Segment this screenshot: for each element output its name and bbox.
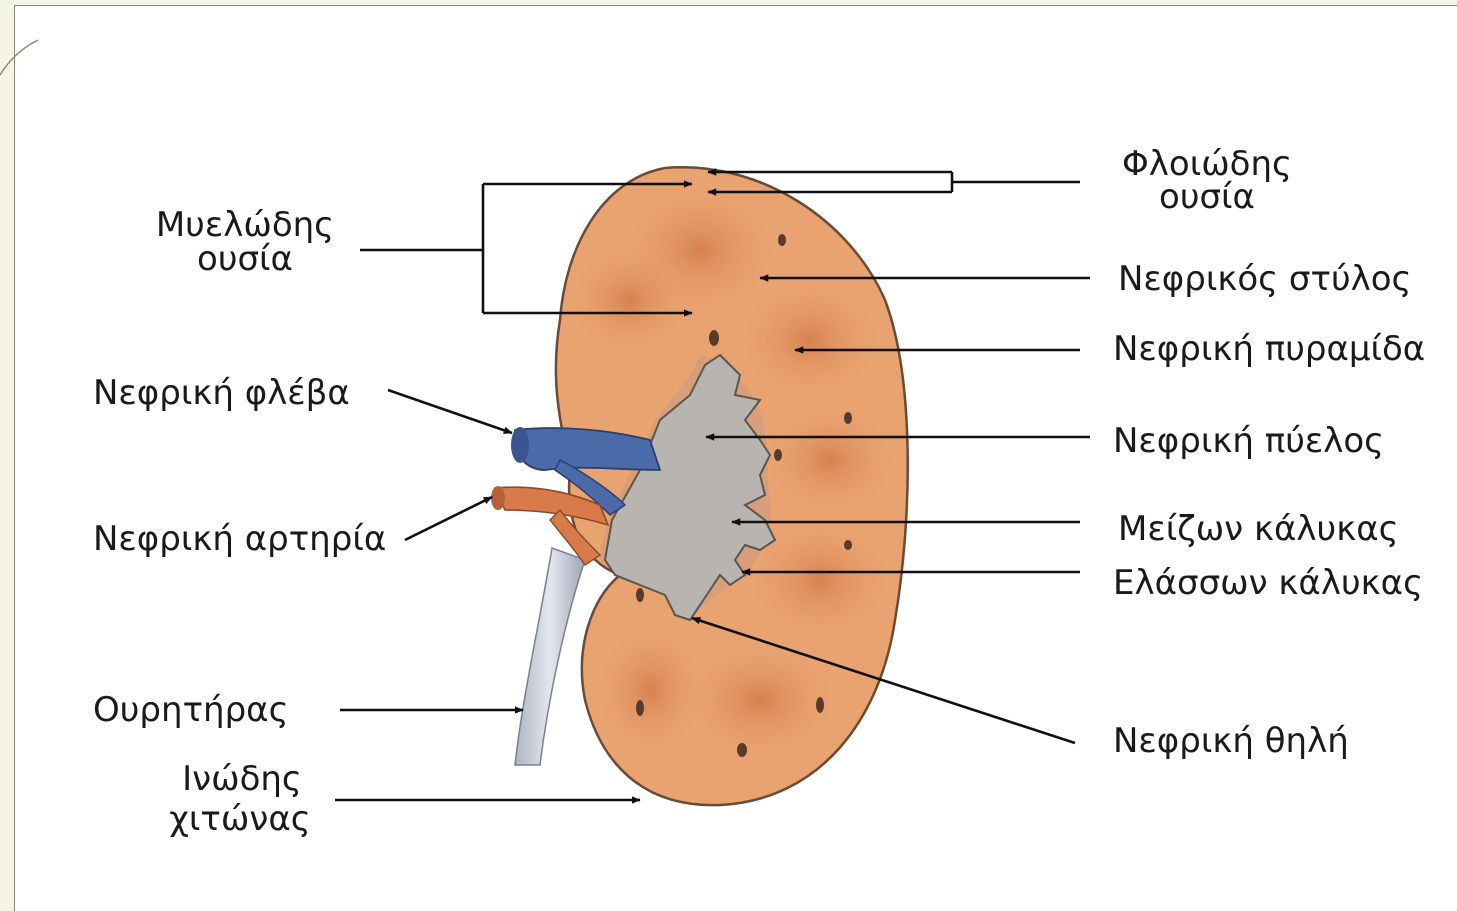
label-renal-pyramid: Νεφρική πυραμίδα bbox=[1113, 329, 1425, 369]
label-renal-artery: Νεφρική αρτηρία bbox=[93, 519, 386, 559]
label-capsule-line1: Ινώδης bbox=[182, 759, 302, 799]
label-cortex-line2: ουσία bbox=[1159, 177, 1255, 217]
label-renal-column: Νεφρικός στύλος bbox=[1118, 259, 1412, 299]
ureter-shape bbox=[515, 548, 585, 765]
arrow-renal-vein bbox=[388, 390, 512, 433]
label-capsule-line2: χιτώνας bbox=[169, 799, 310, 839]
label-renal-papilla: Νεφρική θηλή bbox=[1113, 721, 1349, 761]
label-medulla-line2: ουσία bbox=[197, 239, 293, 279]
arrow-renal-artery bbox=[405, 497, 492, 540]
label-renal-vein: Νεφρική φλέβα bbox=[93, 373, 350, 413]
label-ureter: Ουρητήρας bbox=[93, 690, 289, 730]
label-renal-pelvis: Νεφρική πύελος bbox=[1113, 421, 1384, 461]
label-major-calyx: Μείζων κάλυκας bbox=[1118, 509, 1399, 549]
label-minor-calyx: Ελάσσων κάλυκας bbox=[1113, 563, 1423, 603]
